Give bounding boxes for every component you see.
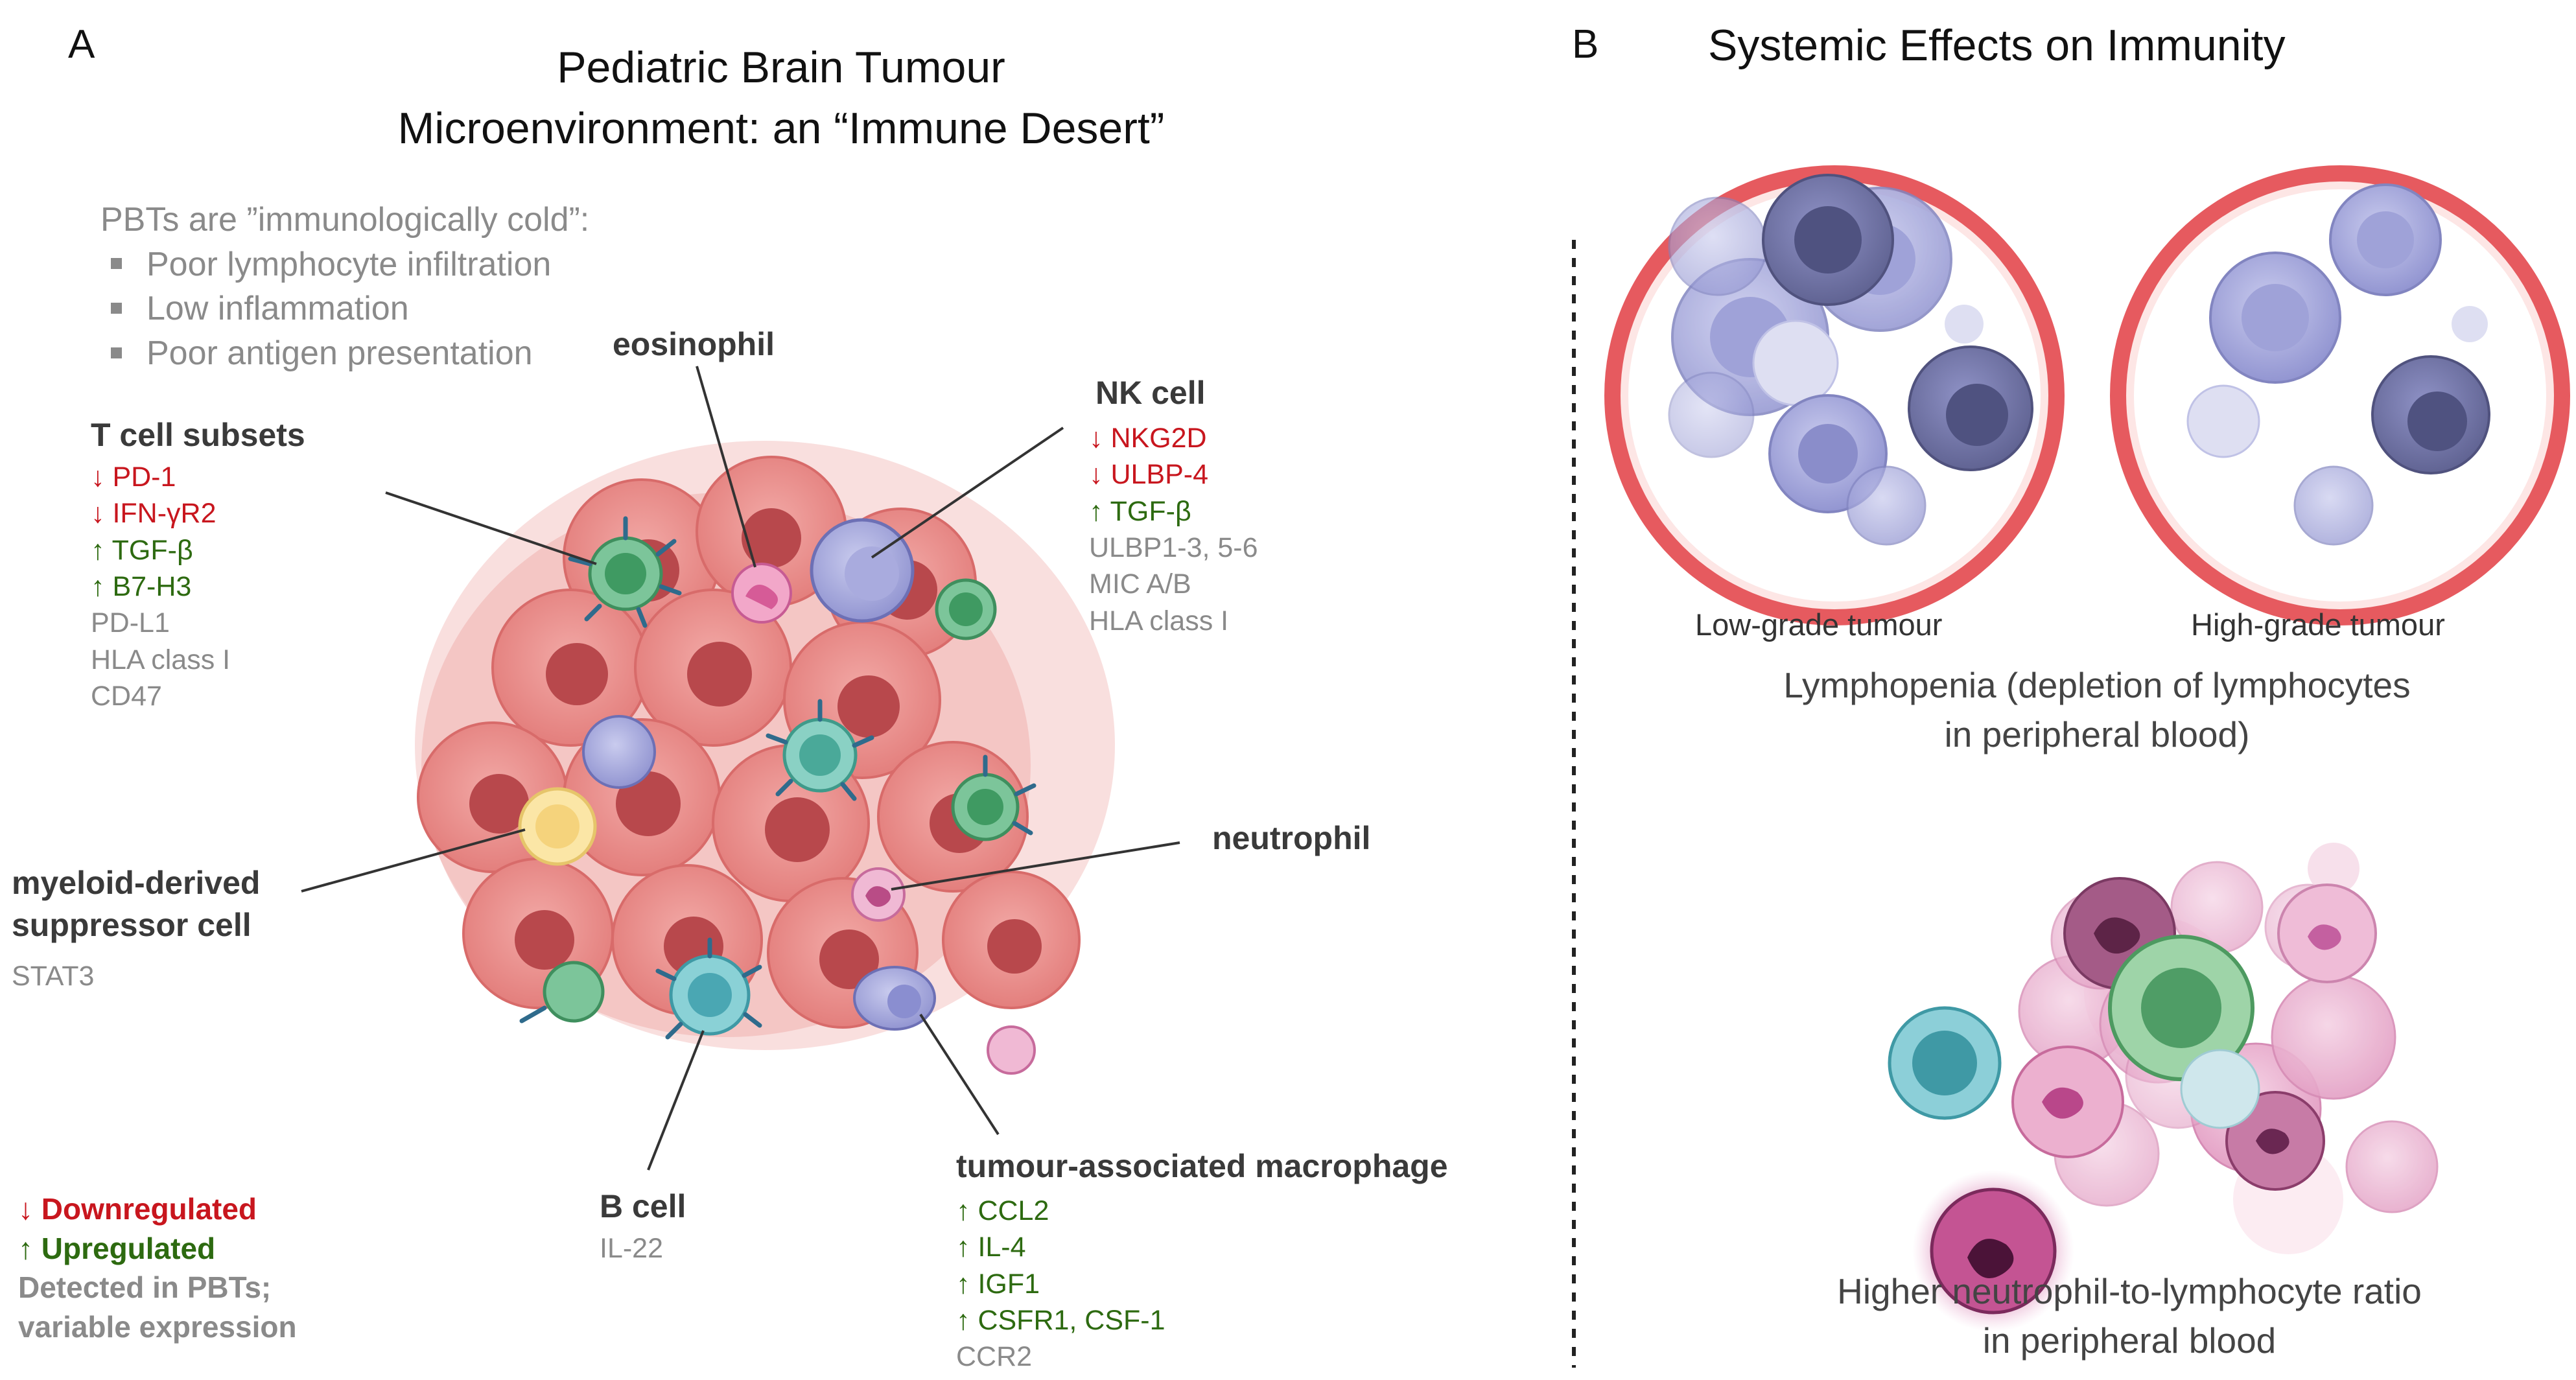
nlr-caption: Higher neutrophil-to-lymphocyte ratio in… [1837, 1271, 2422, 1361]
marker-up: ↑ TGF-β [1089, 495, 1191, 527]
panel-a-letter: A [68, 22, 95, 67]
b-cell-illustration [655, 937, 762, 1040]
vessel-low-grade-label: Low-grade tumour [1695, 607, 1943, 642]
macrophage-leader-line [919, 1013, 1000, 1136]
bullet-square-icon [111, 303, 122, 314]
mdsc-marker-detected: STAT3 [12, 961, 95, 992]
cold-summary: PBTs are ”immunologically cold”: Poor ly… [100, 198, 589, 376]
marker-down: ↓ ULBP-4 [1089, 459, 1209, 491]
marker-up: ↑ CSFR1, CSF-1 [956, 1304, 1165, 1336]
t-cell-illustration [568, 516, 682, 628]
bullet-square-icon [111, 258, 122, 270]
nk-cell-leader-line [871, 427, 1064, 559]
neutrophil-pink [2011, 1046, 2124, 1158]
b-cell-illustration-small [582, 715, 656, 789]
expression-legend: ↓ Downregulated ↑ Upregulated Detected i… [18, 1189, 297, 1347]
mdsc-label: myeloid-derived suppressor cell [12, 865, 261, 943]
panel-a-title-line1: Pediatric Brain Tumour [557, 43, 1005, 92]
marker-up: ↑ IGF1 [956, 1268, 1040, 1300]
eosinophil-label: eosinophil [613, 326, 775, 362]
marker-detected: HLA class I [91, 644, 231, 675]
marker-detected: HLA class I [1089, 605, 1229, 637]
neutrophil-label: neutrophil [1212, 820, 1371, 856]
marker-detected: CCR2 [956, 1341, 1033, 1373]
marker-detected: CD47 [91, 680, 162, 712]
marker-up: ↑ IL-4 [956, 1232, 1026, 1263]
tumour-cell [634, 589, 792, 747]
monocyte-teal [1888, 1006, 2002, 1120]
blood-cell-cluster [1888, 843, 2439, 1332]
vessel-high-grade [2110, 165, 2570, 626]
legend-downregulated: ↓ Downregulated [18, 1192, 257, 1226]
neutrophil-leader-line [891, 841, 1180, 891]
cold-bullet: Poor lymphocyte infiltration [100, 242, 589, 287]
legend-detected-line2: variable expression [18, 1310, 297, 1344]
mdsc-leader-line [301, 828, 526, 893]
cold-bullet: Poor antigen presentation [100, 331, 589, 376]
tumour-cell [491, 589, 650, 747]
tumour-cell [942, 871, 1081, 1009]
panel-b-title: Systemic Effects on Immunity [1708, 21, 2286, 70]
panel-a-title-line2: Microenvironment: an “Immune Desert” [397, 103, 1165, 153]
tumour-cluster [415, 441, 1115, 1050]
neutrophil-small [2225, 1091, 2325, 1191]
vessel-high-grade-label: High-grade tumour [2191, 607, 2445, 642]
t-cell-label: T cell subsets [91, 417, 305, 453]
leader-lines [301, 366, 1180, 1171]
neutrophil-illustration-small [987, 1025, 1036, 1075]
panel-a-title: Pediatric Brain Tumour Microenvironment:… [331, 38, 1232, 159]
marker-down: ↓ NKG2D [1089, 423, 1207, 454]
panel-b-letter: B [1572, 22, 1599, 67]
legend-upregulated: ↑ Upregulated [18, 1231, 216, 1265]
lymphocyte-pale [2180, 1049, 2260, 1129]
nk-cell-markers: ↓ NKG2D ↓ ULBP-4 ↑ TGF-β ULBP1-3, 5-6 MI… [1089, 420, 1258, 639]
eosinophil-leader-line [696, 366, 756, 568]
marker-detected: MIC A/B [1089, 568, 1191, 600]
b-cell-leader-line [647, 1030, 705, 1171]
lymphopenia-caption: Lymphopenia (depletion of lymphocytes in… [1783, 665, 2411, 754]
marker-up: ↑ B7-H3 [91, 570, 192, 602]
nk-cell-illustration [810, 518, 915, 623]
tam-markers: ↑ CCL2 ↑ IL-4 ↑ IGF1 ↑ CSFR1, CSF-1 CCR2 [956, 1193, 1165, 1375]
marker-up: ↑ CCL2 [956, 1195, 1049, 1226]
t-cell-illustration [519, 961, 605, 1023]
marker-down: ↓ PD-1 [91, 462, 176, 493]
tam-label: tumour-associated macrophage [956, 1148, 1448, 1184]
vessel-low-grade [1604, 165, 2065, 626]
neutrophil-glowing [1912, 1170, 2074, 1332]
t-cell-illustration [951, 754, 1036, 841]
b-cell-label: B cell [600, 1188, 686, 1224]
macrophage-illustration [853, 966, 936, 1031]
lymphocyte-green [2108, 935, 2254, 1081]
t-cell-illustration [935, 578, 997, 640]
marker-up: ↑ TGF-β [91, 534, 193, 566]
t-cell-markers: ↓ PD-1 ↓ IFN-γR2 ↑ TGF-β ↑ B7-H3 PD-L1 H… [91, 459, 230, 714]
legend-detected-line1: Detected in PBTs; [18, 1270, 272, 1305]
cold-bullet: Low inflammation [100, 287, 589, 331]
nk-cell-label: NK cell [1095, 375, 1206, 411]
mdsc-illustration [518, 787, 597, 866]
marker-down: ↓ IFN-γR2 [91, 498, 217, 530]
marker-detected: ULBP1-3, 5-6 [1089, 532, 1258, 563]
b-cell-marker-detected: IL-22 [600, 1233, 664, 1264]
cold-heading: PBTs are ”immunologically cold”: [100, 201, 590, 239]
bullet-square-icon [111, 347, 122, 358]
neutrophil-illustration [851, 867, 906, 922]
t-cell-illustration [766, 699, 874, 801]
eosinophil-illustration [731, 563, 792, 624]
neutrophil-tr [2277, 883, 2377, 983]
marker-detected: PD-L1 [91, 607, 170, 639]
t-cell-leader-line [385, 491, 597, 565]
